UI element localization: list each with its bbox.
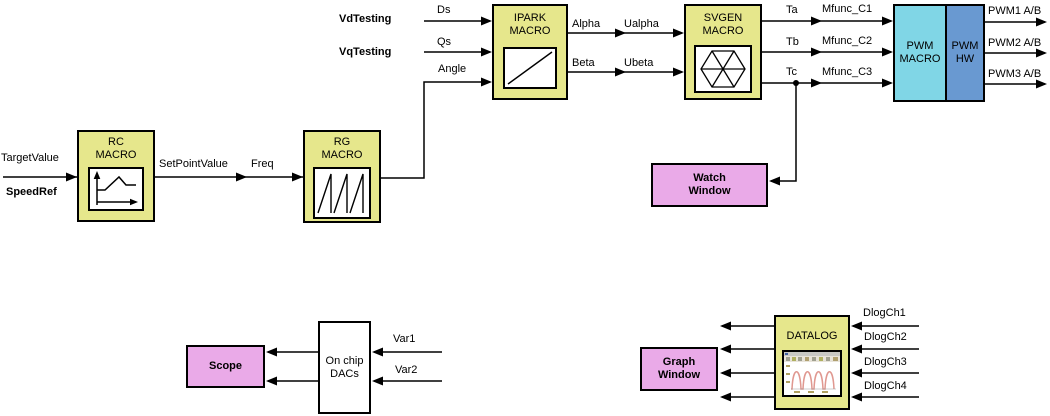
- signal-label-ualpha: Ualpha: [624, 18, 659, 30]
- watch-window-label: Watch Window: [688, 172, 731, 197]
- ramp-control-icon: [88, 167, 144, 211]
- signal-label-var2: Var2: [395, 364, 418, 376]
- graph-window-label: Graph Window: [657, 356, 701, 381]
- rc-macro-block: RC MACRO: [77, 130, 155, 222]
- signal-label-ubeta: Ubeta: [624, 57, 654, 69]
- signal-label-tc: Tc: [786, 66, 797, 78]
- pwm-macro-label: PWM MACRO: [899, 40, 941, 65]
- scope-block: Scope: [186, 345, 265, 388]
- on-chip-dacs-label: On chip DACs: [325, 354, 364, 380]
- pwm-hw-block: PWM HW: [945, 4, 985, 102]
- signal-label-dlogch1: DlogCh1: [863, 307, 906, 319]
- signal-label-targetvalue: TargetValue: [1, 152, 59, 164]
- signal-label-vqtesting: VqTesting: [339, 46, 392, 58]
- ipark-macro-label: IPARK MACRO: [509, 12, 551, 37]
- pwm-hw-label: PWM HW: [951, 40, 979, 65]
- svgen-macro-label: SVGEN MACRO: [702, 12, 744, 37]
- graph-window-block: Graph Window: [640, 347, 718, 391]
- signal-label-mfunc-c3: Mfunc_C3: [822, 66, 873, 78]
- rc-macro-label: RC MACRO: [95, 136, 137, 161]
- on-chip-dacs-block: On chip DACs: [318, 321, 371, 414]
- pwm-macro-block: PWM MACRO: [893, 4, 947, 102]
- datalog-graph-screenshot-icon: [782, 350, 842, 397]
- signal-label-qs: Qs: [437, 36, 452, 48]
- svgen-macro-block: SVGEN MACRO: [684, 4, 762, 100]
- rg-macro-block: RG MACRO: [303, 130, 381, 223]
- datalog-label: DATALOG: [786, 330, 838, 342]
- signal-label-var1: Var1: [393, 333, 416, 345]
- signal-label-mfunc-c1: Mfunc_C1: [822, 3, 873, 15]
- signal-label-mfunc-c2: Mfunc_C2: [822, 35, 873, 47]
- signal-label-dlogch3: DlogCh3: [864, 356, 907, 368]
- signal-label-setpointvalue: SetPointValue: [159, 158, 228, 170]
- signal-label-alpha: Alpha: [572, 18, 601, 30]
- signal-label-pwm2-ab: PWM2 A/B: [988, 37, 1042, 49]
- ipark-macro-block: IPARK MACRO: [492, 4, 568, 100]
- signal-label-pwm1-ab: PWM1 A/B: [988, 5, 1042, 17]
- signal-label-beta: Beta: [572, 57, 595, 69]
- rg-macro-label: RG MACRO: [321, 136, 363, 161]
- signal-label-dlogch2: DlogCh2: [864, 331, 907, 343]
- signal-label-pwm3-ab: PWM3 A/B: [988, 68, 1042, 80]
- watch-window-block: Watch Window: [651, 163, 768, 207]
- datalog-block: DATALOG: [774, 315, 850, 410]
- signal-label-tb: Tb: [786, 36, 799, 48]
- inverse-park-transform-icon: [503, 47, 557, 89]
- signal-label-speedref: SpeedRef: [6, 186, 57, 198]
- signal-label-ds: Ds: [437, 4, 451, 16]
- signal-label-angle: Angle: [438, 63, 467, 75]
- signal-label-freq: Freq: [251, 158, 274, 170]
- space-vector-hexagon-icon: [694, 45, 752, 93]
- signal-label-vdtesting: VdTesting: [339, 13, 392, 25]
- signal-label-dlogch4: DlogCh4: [864, 380, 907, 392]
- signal-label-ta: Ta: [786, 4, 798, 16]
- scope-label: Scope: [208, 360, 242, 372]
- ramp-generator-sawtooth-icon: [313, 167, 371, 219]
